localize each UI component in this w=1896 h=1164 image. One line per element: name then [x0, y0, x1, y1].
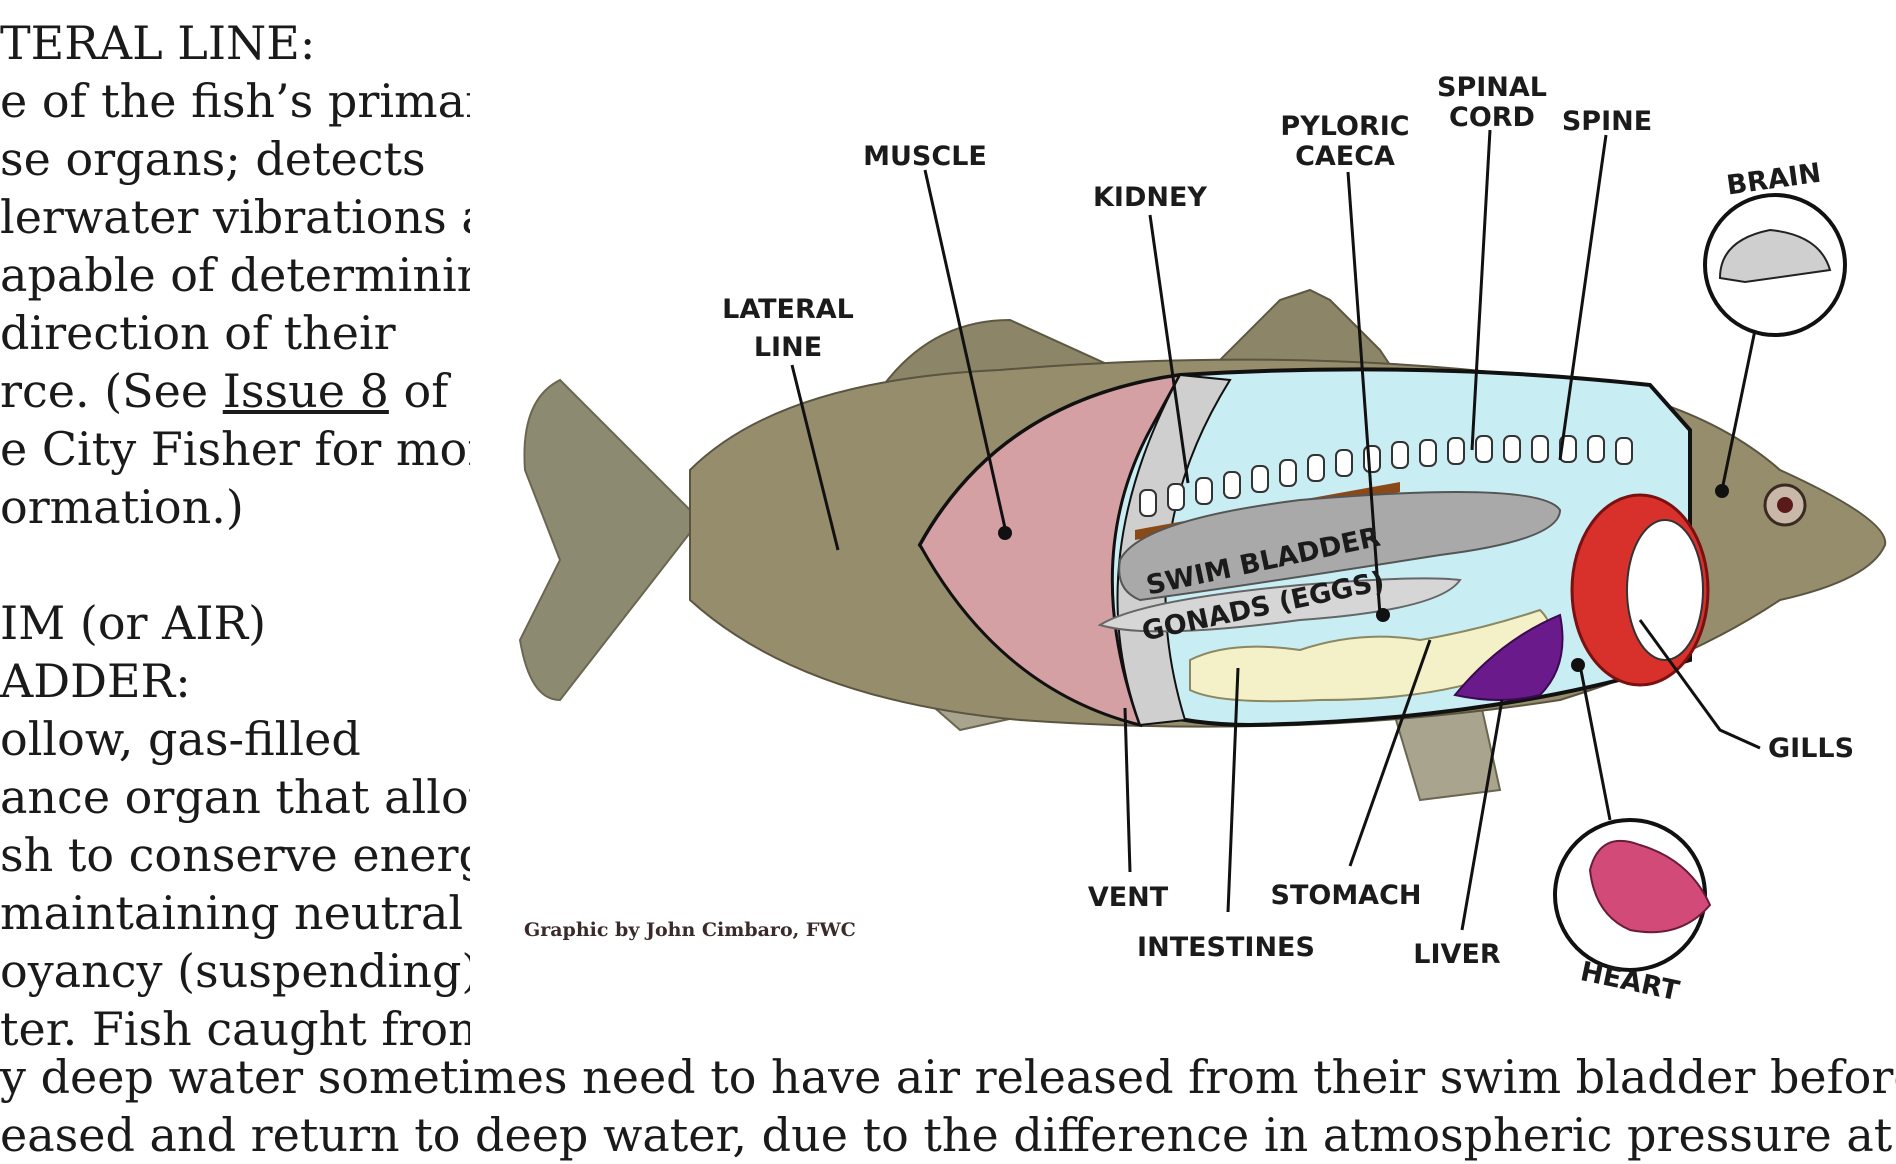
- text-line: ter. Fish caught from: [0, 1002, 470, 1056]
- pointer-dots: [998, 484, 1729, 672]
- text-line: se organs; detects: [0, 132, 426, 186]
- text-line: direction of their: [0, 306, 396, 360]
- issue-8-link[interactable]: Issue 8: [222, 364, 389, 418]
- gills-organ: [1570, 493, 1710, 687]
- label-intestines: INTESTINES: [1137, 932, 1315, 963]
- label-liver: LIVER: [1413, 939, 1501, 970]
- text-line: apable of determining: [0, 248, 470, 302]
- bottom-paragraph: y deep water sometimes need to have air …: [0, 1048, 1896, 1164]
- label-pyloric-1: PYLORIC: [1280, 111, 1409, 142]
- label-gills: GILLS: [1768, 733, 1854, 764]
- text-line: ormation.): [0, 480, 244, 534]
- label-stomach: STOMACH: [1271, 880, 1422, 911]
- label-muscle: MUSCLE: [863, 141, 987, 172]
- text-fragment: rce. (See: [0, 364, 223, 418]
- heart-icon: [1588, 840, 1712, 934]
- label-kidney: KIDNEY: [1093, 182, 1207, 213]
- text-line: TERAL LINE:: [0, 16, 316, 70]
- text-line-with-link: rce. (See Issue 8 of: [0, 362, 470, 420]
- label-pyloric-2: CAECA: [1295, 141, 1395, 172]
- text-line: lerwater vibrations and: [0, 190, 470, 244]
- label-spinal-2: CORD: [1449, 102, 1535, 133]
- text-line: e of the fish’s primary: [0, 74, 470, 128]
- left-column-text: TERAL LINE: e of the fish’s primary se o…: [0, 14, 470, 1058]
- text-line: ance organ that allows: [0, 770, 470, 824]
- text-line: eased and return to deep water, due to t…: [0, 1108, 1896, 1162]
- gonads-organ: [1097, 577, 1462, 633]
- text-line: e City Fisher for more: [0, 422, 470, 476]
- text-line: ollow, gas-filled: [0, 712, 361, 766]
- text-line: maintaining neutral: [0, 886, 464, 940]
- muscle-tissue: [918, 373, 1183, 728]
- spine-vertebrae: [1139, 435, 1633, 517]
- tail-fin: [518, 378, 702, 702]
- label-lateral-line-1: LATERAL: [722, 294, 854, 325]
- label-spinal-1: SPINAL: [1437, 72, 1547, 103]
- text-line: y deep water sometimes need to have air …: [0, 1050, 1896, 1104]
- pointer-lines: [790, 129, 1761, 931]
- brain-icon: [1718, 228, 1832, 284]
- label-brain: BRAIN: [1725, 158, 1823, 202]
- text-line: sh to conserve energy: [0, 828, 470, 882]
- text-line: ADDER:: [0, 654, 191, 708]
- fish-pupil: [1777, 497, 1793, 513]
- text-line: IM (or AIR): [0, 596, 267, 650]
- label-spine: SPINE: [1562, 106, 1652, 137]
- text-fragment: of: [388, 364, 449, 418]
- swim-bladder-organ: [1118, 491, 1562, 602]
- text-line: oyancy (suspending) in: [0, 944, 470, 998]
- intestines-organ: [1189, 608, 1551, 703]
- fish-anatomy-diagram: MUSCLE LATERAL LINE KIDNEY PYLORIC CAECA…: [518, 72, 1887, 1007]
- label-vent: VENT: [1088, 882, 1169, 913]
- graphic-credit: Graphic by John Cimbaro, FWC: [524, 919, 856, 941]
- paragraph-gap: [0, 536, 470, 594]
- label-lateral-line-2: LINE: [754, 332, 822, 363]
